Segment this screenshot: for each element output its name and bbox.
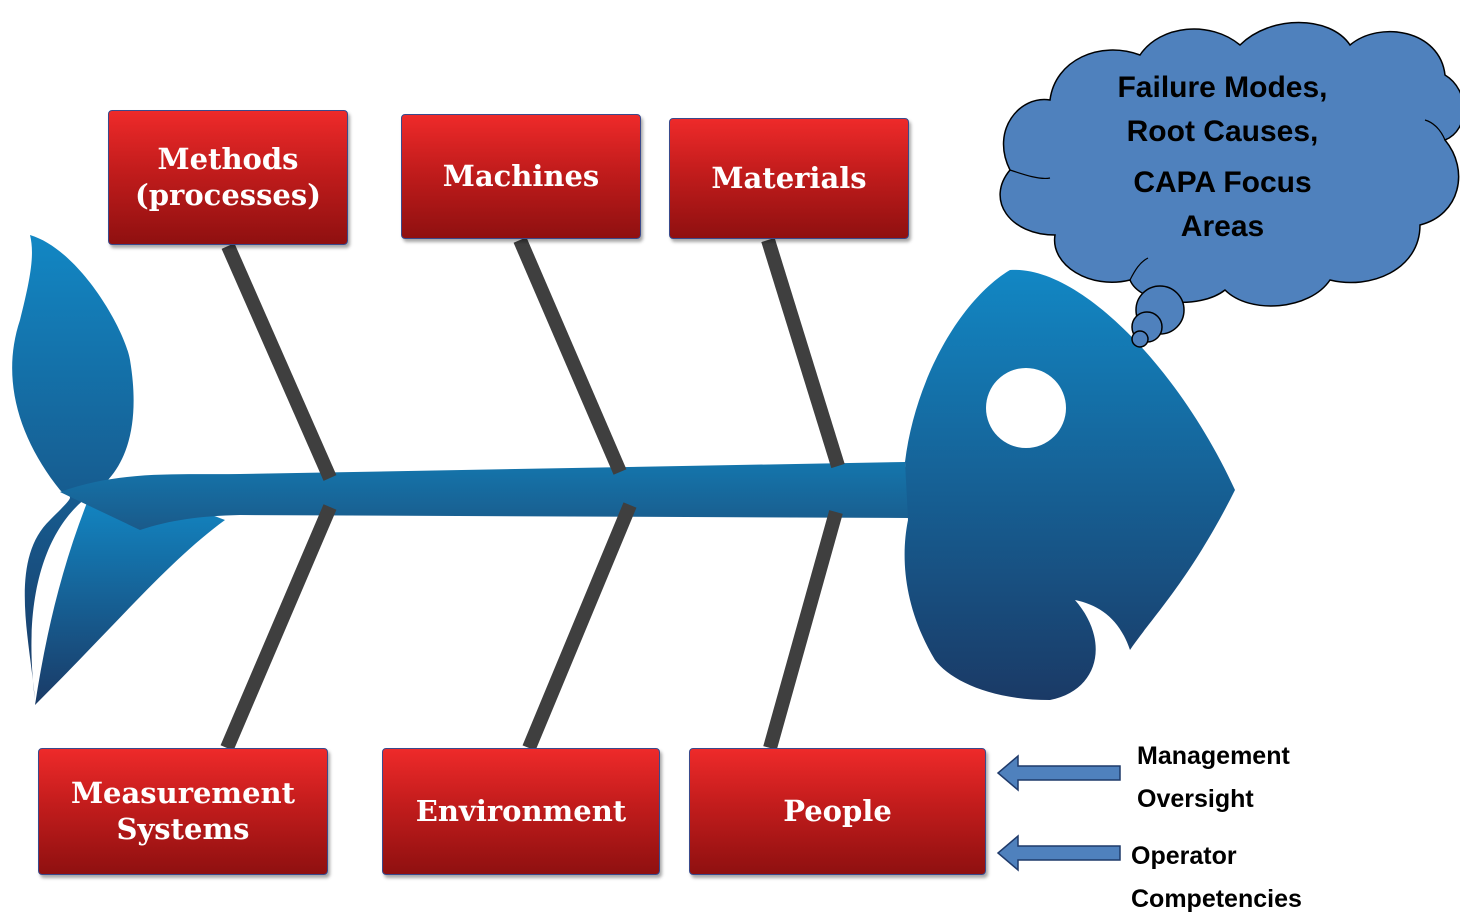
lower-bones xyxy=(227,505,836,748)
thought-line: Areas xyxy=(1075,205,1370,249)
category-environment: Environment xyxy=(382,748,660,875)
people-arrows xyxy=(998,756,1120,870)
fish-eye xyxy=(986,368,1066,448)
methods-line2: (processes) xyxy=(135,178,321,212)
bone-people xyxy=(770,512,836,748)
materials-label: Materials xyxy=(711,161,866,196)
bone-machines xyxy=(520,240,620,472)
category-machines: Machines xyxy=(401,114,641,239)
bone-materials xyxy=(768,240,838,466)
people-label: People xyxy=(783,794,892,829)
thought-bubble-text: Failure Modes, Root Causes, CAPA Focus A… xyxy=(1075,66,1370,248)
annotation-operator-competencies: Operator Competencies xyxy=(1131,835,1302,920)
bone-methods xyxy=(228,246,330,478)
fish-head xyxy=(905,270,1235,700)
annotation-management-oversight: Management Oversight xyxy=(1137,735,1290,820)
annotation-line: Operator xyxy=(1131,835,1302,878)
category-methods: Methods(processes) xyxy=(108,110,348,245)
arrow-management-oversight xyxy=(998,756,1120,790)
thought-line: Root Causes, xyxy=(1075,110,1370,154)
measurement-line2: Systems xyxy=(117,812,250,846)
arrow-operator-competencies xyxy=(998,836,1120,870)
annotation-line: Oversight xyxy=(1137,778,1290,821)
fish-tail-lower xyxy=(35,495,225,705)
category-materials: Materials xyxy=(669,118,909,239)
category-people: People xyxy=(689,748,986,875)
machines-label: Machines xyxy=(443,159,600,194)
bone-measurement xyxy=(227,507,330,748)
environment-label: Environment xyxy=(416,794,626,829)
upper-bones xyxy=(228,240,838,478)
measurement-line1: Measurement xyxy=(71,776,295,810)
annotation-line: Management xyxy=(1137,735,1290,778)
thought-line: Failure Modes, xyxy=(1075,66,1370,110)
methods-line1: Methods xyxy=(158,142,299,176)
thought-line: CAPA Focus xyxy=(1075,161,1370,205)
bone-environment xyxy=(529,505,630,748)
